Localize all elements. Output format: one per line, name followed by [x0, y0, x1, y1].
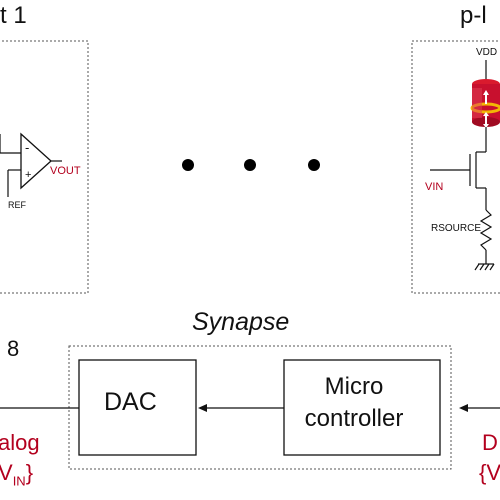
ellipsis-dot-1 [182, 159, 194, 171]
ground-icon [474, 263, 495, 271]
analog-label: alog [0, 430, 40, 455]
micro-to-dac-arrowhead [198, 404, 207, 412]
ellipsis-dot-3 [308, 159, 320, 171]
vout-label: VOUT [50, 165, 81, 177]
analog-sub: IN [12, 473, 26, 489]
opamp-plus-sign: + [25, 169, 32, 181]
digital-vin-label: {V [479, 460, 500, 485]
dac-label: DAC [104, 388, 157, 416]
synapse-number: 8 [7, 336, 20, 361]
analog-v: V [0, 460, 13, 485]
opamp-symbol [20, 132, 52, 190]
digital-label: D [482, 430, 498, 455]
rsource-label: RSOURCE [431, 223, 482, 234]
vdd-label: VDD [476, 47, 498, 58]
microcontroller-label: Micro controller [283, 371, 425, 435]
right-neuron-title: p-l [460, 2, 487, 29]
digital-to-micro-arrowhead [459, 404, 468, 412]
transistor-symbol [450, 151, 486, 189]
micro-line-1: Micro [324, 373, 384, 400]
ellipsis-dot-2 [244, 159, 256, 171]
micro-line-2: controller [304, 405, 404, 432]
right-neuron-box [411, 40, 500, 294]
synapse-title: Synapse [192, 308, 290, 336]
vin-label: VIN [425, 181, 444, 193]
analog-vin-label: VIN} [0, 460, 34, 489]
analog-close: } [25, 460, 34, 485]
mtj-device [470, 79, 500, 128]
left-neuron-box [0, 40, 89, 294]
opamp-minus-sign: - [25, 140, 30, 155]
left-neuron-title: t 1 [0, 2, 27, 29]
vref-label: REF [8, 200, 26, 210]
rsource-resistor [479, 209, 493, 251]
